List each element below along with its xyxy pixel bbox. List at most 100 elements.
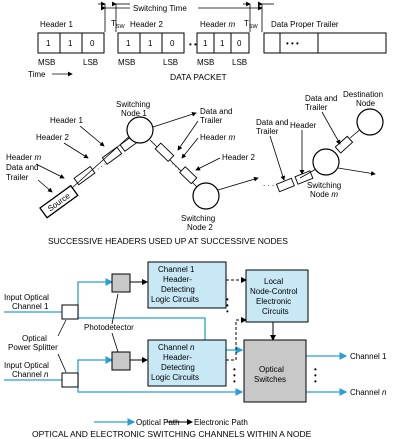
data-packet-caption: DATA PACKET <box>170 72 227 82</box>
node-m-label: Node m <box>310 190 338 199</box>
bit: 0 <box>237 39 242 48</box>
electronic-paths <box>130 277 276 425</box>
bit: 1 <box>220 39 225 48</box>
dots: • <box>233 377 236 386</box>
chn-line3: Detecting <box>161 363 195 372</box>
pointer <box>111 332 119 353</box>
dots: • <box>226 295 229 304</box>
net-trailer-label-3: Trailer <box>305 103 328 112</box>
dots: • <box>314 371 317 380</box>
switching-node-1 <box>126 116 154 144</box>
destination-label: Destination <box>343 90 383 99</box>
switches-line2: Switches <box>254 375 286 384</box>
dots: • <box>226 301 229 310</box>
lsb-label: LSB <box>232 58 247 67</box>
out-channel1-label: Channel 1 <box>350 352 387 361</box>
net-data-and-label: Data and <box>6 163 38 172</box>
tsw-right-label: TSW <box>244 19 259 30</box>
bit: 0 <box>90 39 95 48</box>
bit: 1 <box>46 39 51 48</box>
input1-line2: Channel 1 <box>12 302 49 311</box>
ch1-line1: Channel 1 <box>158 265 195 274</box>
node-m-switching-label: Switching <box>307 181 341 190</box>
ch1-line4: Logic Circuits <box>151 295 199 304</box>
chn-line1: Channel n <box>158 343 195 352</box>
packet-block-final <box>334 135 354 154</box>
inputn-line1: Input Optical <box>4 361 49 370</box>
optical-section: • • • Channel 1 Header- Detecting Logic … <box>4 261 387 439</box>
data-proper-trailer-label: Data Proper Trailer <box>271 20 339 29</box>
optical-splitter-n <box>61 372 79 388</box>
input1-line1: Input Optical <box>4 293 49 302</box>
node1-out-arrow <box>152 111 197 128</box>
local-line4: Circuits <box>262 307 289 316</box>
packet-blocks-right <box>275 170 314 193</box>
node2-switching-label: Switching <box>181 214 215 223</box>
net-header-m-label: Header m <box>6 153 41 162</box>
tsw-left-label: TSW <box>111 19 126 30</box>
legend-optical: Optical Path <box>136 418 180 427</box>
bit: 1 <box>126 39 131 48</box>
time-label: Time <box>28 70 46 79</box>
packet-header1-label: Header 1 <box>40 20 73 29</box>
net-header-m-label-2: Header m <box>200 133 235 142</box>
net-data-and-label-4: Data and <box>256 118 288 127</box>
packet-blocks: . . . <box>154 142 198 185</box>
node2-label: Node 2 <box>187 223 213 232</box>
ch1-line3: Detecting <box>161 285 195 294</box>
net-header2-label-2: Header 2 <box>222 153 255 162</box>
switching-node-2 <box>192 182 220 210</box>
bit: 0 <box>170 39 175 48</box>
data-trailer-box: • • • <box>263 32 387 54</box>
network-section: Source . . . Switching Node 1 . . . Swit… <box>6 90 384 246</box>
splitter-line1: Optical <box>22 334 47 343</box>
msb-label: MSB <box>118 58 135 67</box>
destination-node-label: Node <box>356 99 376 108</box>
packet-header-m-label: Header m <box>200 20 235 29</box>
packet-ellipsis: • • • <box>189 40 202 49</box>
node1-switching-label: Switching <box>116 100 150 109</box>
pointer <box>195 157 221 171</box>
switching-time-label: Switching Time <box>133 4 187 13</box>
ch1-line2: Header- <box>163 275 192 284</box>
pointer <box>57 353 67 373</box>
trailer-ellipsis: • • • <box>286 39 299 48</box>
pointer <box>177 120 199 151</box>
destination-node <box>356 108 384 136</box>
legend-electronic: Electronic Path <box>194 418 248 427</box>
photodetector-n <box>111 351 131 371</box>
net-header-label: Header <box>290 121 317 130</box>
data-packet-section: Header 1 TSW Switching Time Header 2 Hea… <box>28 1 387 82</box>
lsb-label: LSB <box>83 58 98 67</box>
pointer <box>57 319 67 337</box>
pointer <box>111 293 119 325</box>
optical-caption: OPTICAL AND ELECTRONIC SWITCHING CHANNEL… <box>32 429 312 439</box>
dots: • <box>233 365 236 374</box>
bit: 1 <box>68 39 73 48</box>
bit: 1 <box>148 39 153 48</box>
splitter-line2: Power Splitter <box>8 343 58 352</box>
node2-out-arrow <box>217 176 259 191</box>
local-node-control <box>245 269 309 323</box>
photodetector-1 <box>111 273 131 293</box>
net-trailer-label-4: Trailer <box>256 127 279 136</box>
net-data-and-label-3: Data and <box>305 94 337 103</box>
channeln-header-logic <box>147 339 227 387</box>
msb-label: MSB <box>197 58 214 67</box>
pointer <box>181 137 199 159</box>
out-channeln-label: Channel n <box>350 388 387 397</box>
pointer <box>63 142 89 159</box>
pointer <box>35 163 65 179</box>
header-m-bits: 1 1 0 <box>196 32 250 54</box>
net-header2-label: Header 2 <box>36 133 69 142</box>
msb-label: MSB <box>38 58 55 67</box>
bit: 1 <box>203 39 208 48</box>
inputn-line2: Channel n <box>12 370 49 379</box>
packet-header2-label: Header 2 <box>130 20 163 29</box>
net-header1-label: Header 1 <box>50 116 83 125</box>
node1-label: Node 1 <box>121 109 147 118</box>
pointer <box>79 125 105 147</box>
node-m-out-arrow <box>337 167 376 176</box>
